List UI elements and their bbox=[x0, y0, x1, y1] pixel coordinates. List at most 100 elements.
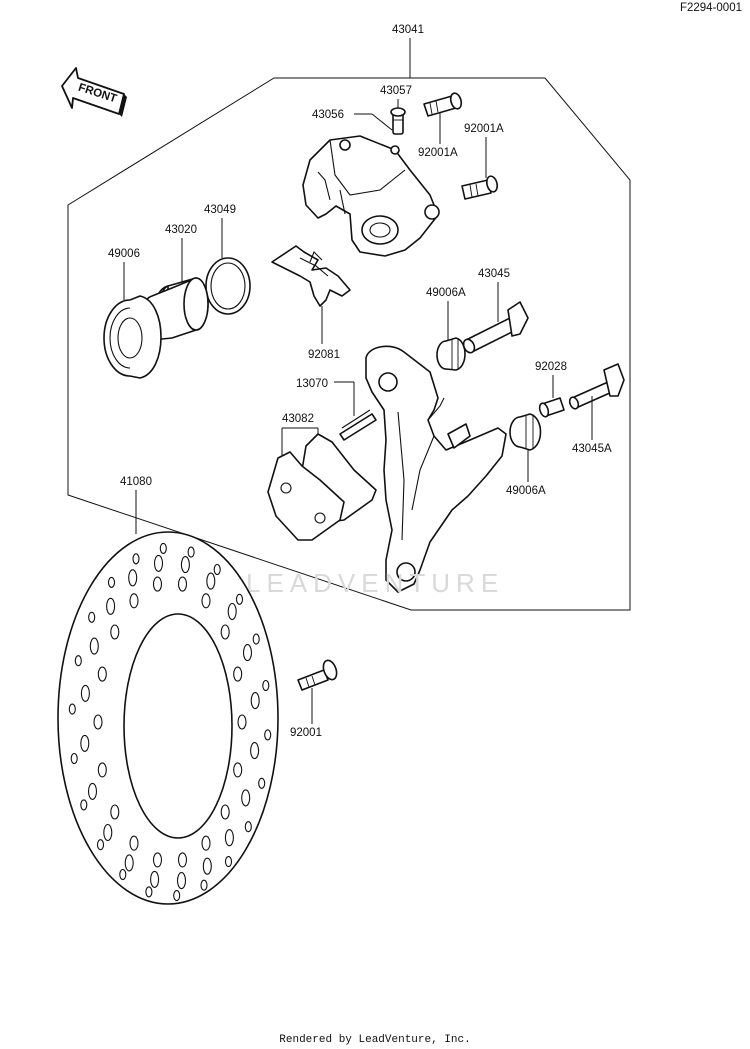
piston-seal-ring bbox=[205, 257, 251, 315]
label-49006A-upper: 49006A bbox=[426, 287, 466, 299]
disc-hole bbox=[213, 563, 221, 576]
disc-hole bbox=[180, 556, 190, 574]
disc-hole bbox=[68, 703, 76, 715]
label-43082: 43082 bbox=[282, 413, 314, 425]
label-43057: 43057 bbox=[380, 85, 412, 97]
disc-hole bbox=[89, 637, 99, 655]
disc-hole bbox=[201, 593, 211, 609]
disc-hole bbox=[128, 569, 138, 587]
disc-hole bbox=[224, 829, 234, 847]
upper-bolt bbox=[423, 92, 463, 117]
disc-hole bbox=[202, 857, 212, 875]
dust-boot bbox=[103, 295, 162, 379]
disc-hole bbox=[110, 624, 120, 640]
disc-hole bbox=[124, 854, 134, 872]
side-bolt bbox=[461, 175, 499, 200]
disc-hole bbox=[159, 542, 167, 554]
disc-hole bbox=[88, 611, 96, 623]
disc-hole bbox=[250, 692, 260, 710]
slide-pin bbox=[462, 301, 529, 354]
label-43056: 43056 bbox=[312, 109, 344, 121]
disc-hole bbox=[150, 870, 160, 888]
disc-hole bbox=[110, 804, 120, 820]
disc-hole bbox=[107, 576, 116, 588]
disc-hole bbox=[80, 799, 88, 811]
disc-hole bbox=[258, 777, 266, 789]
disc-hole bbox=[220, 804, 230, 820]
label-43045: 43045 bbox=[478, 268, 510, 280]
disc-hole bbox=[80, 684, 90, 702]
disc-bolt bbox=[297, 659, 338, 691]
front-arrow-icon: FRONT bbox=[61, 67, 127, 117]
disc-hole bbox=[97, 762, 107, 778]
disc-hole bbox=[250, 742, 260, 760]
disc-hole bbox=[241, 789, 251, 807]
disc-hole bbox=[153, 554, 164, 572]
disc-hole bbox=[177, 576, 188, 592]
disc-hole bbox=[129, 593, 139, 609]
disc-hole bbox=[106, 597, 116, 615]
disc-hole bbox=[201, 835, 211, 851]
pad-spring bbox=[339, 409, 377, 441]
watermark: LEADVENTURE bbox=[246, 568, 504, 598]
label-13070: 13070 bbox=[296, 378, 328, 390]
label-92001A-side: 92001A bbox=[464, 123, 504, 135]
disc-hole bbox=[80, 734, 90, 752]
pin-boot-upper bbox=[436, 337, 466, 371]
slide-pin-a bbox=[568, 363, 625, 410]
pin-boot-lower bbox=[509, 413, 542, 451]
caliper-assembly-outline bbox=[67, 77, 631, 611]
disc-hole bbox=[220, 624, 230, 640]
disc-hole bbox=[233, 762, 243, 778]
disc-hole bbox=[262, 679, 270, 692]
disc-hole bbox=[264, 729, 272, 741]
disc-hole bbox=[224, 856, 233, 868]
label-43041: 43041 bbox=[392, 24, 424, 36]
disc-hole bbox=[119, 868, 127, 881]
label-92001A-upper: 92001A bbox=[418, 147, 458, 159]
bleed-valve bbox=[390, 107, 406, 135]
brake-pads bbox=[267, 433, 377, 541]
diagram-id: F2294-0001 bbox=[680, 2, 742, 14]
disc-hole bbox=[173, 890, 181, 902]
disc-hole bbox=[70, 752, 78, 765]
label-41080: 41080 bbox=[120, 476, 152, 488]
anti-rattle-spring bbox=[271, 245, 351, 307]
caliper-body bbox=[302, 135, 440, 257]
disc-hole bbox=[96, 839, 105, 851]
disc-hole bbox=[200, 879, 208, 891]
label-49006A-lower: 49006A bbox=[506, 485, 546, 497]
disc-hole bbox=[244, 821, 252, 833]
label-43020: 43020 bbox=[165, 224, 197, 236]
disc-hole bbox=[252, 633, 260, 645]
disc-hole bbox=[93, 714, 103, 730]
disc-hole bbox=[129, 835, 139, 851]
disc-hole bbox=[206, 572, 216, 590]
disc-hole bbox=[152, 576, 163, 592]
disc-hole bbox=[227, 602, 237, 621]
disc-hole bbox=[87, 782, 98, 800]
disc-hole bbox=[242, 644, 253, 662]
disc-hole bbox=[97, 666, 107, 682]
pin-sleeve bbox=[538, 397, 565, 418]
disc-hole bbox=[233, 666, 243, 682]
label-92081: 92081 bbox=[308, 349, 340, 361]
disc-hole bbox=[145, 886, 153, 898]
caliper-bracket bbox=[365, 345, 507, 593]
brake-disc bbox=[57, 531, 279, 905]
disc-hole bbox=[74, 655, 82, 667]
disc-hole bbox=[152, 852, 163, 868]
label-49006: 49006 bbox=[108, 248, 140, 260]
label-92028: 92028 bbox=[535, 361, 567, 373]
footer-credit: Rendered by LeadVenture, Inc. bbox=[279, 1034, 470, 1046]
disc-hole bbox=[103, 823, 113, 842]
disc-hole bbox=[235, 593, 244, 605]
label-43049: 43049 bbox=[204, 204, 236, 216]
disc-hole bbox=[187, 546, 195, 558]
label-92001: 92001 bbox=[290, 727, 322, 739]
disc-hole bbox=[176, 872, 187, 890]
disc-hole bbox=[237, 714, 247, 730]
disc-hole bbox=[132, 553, 140, 565]
disc-hole bbox=[177, 852, 188, 868]
